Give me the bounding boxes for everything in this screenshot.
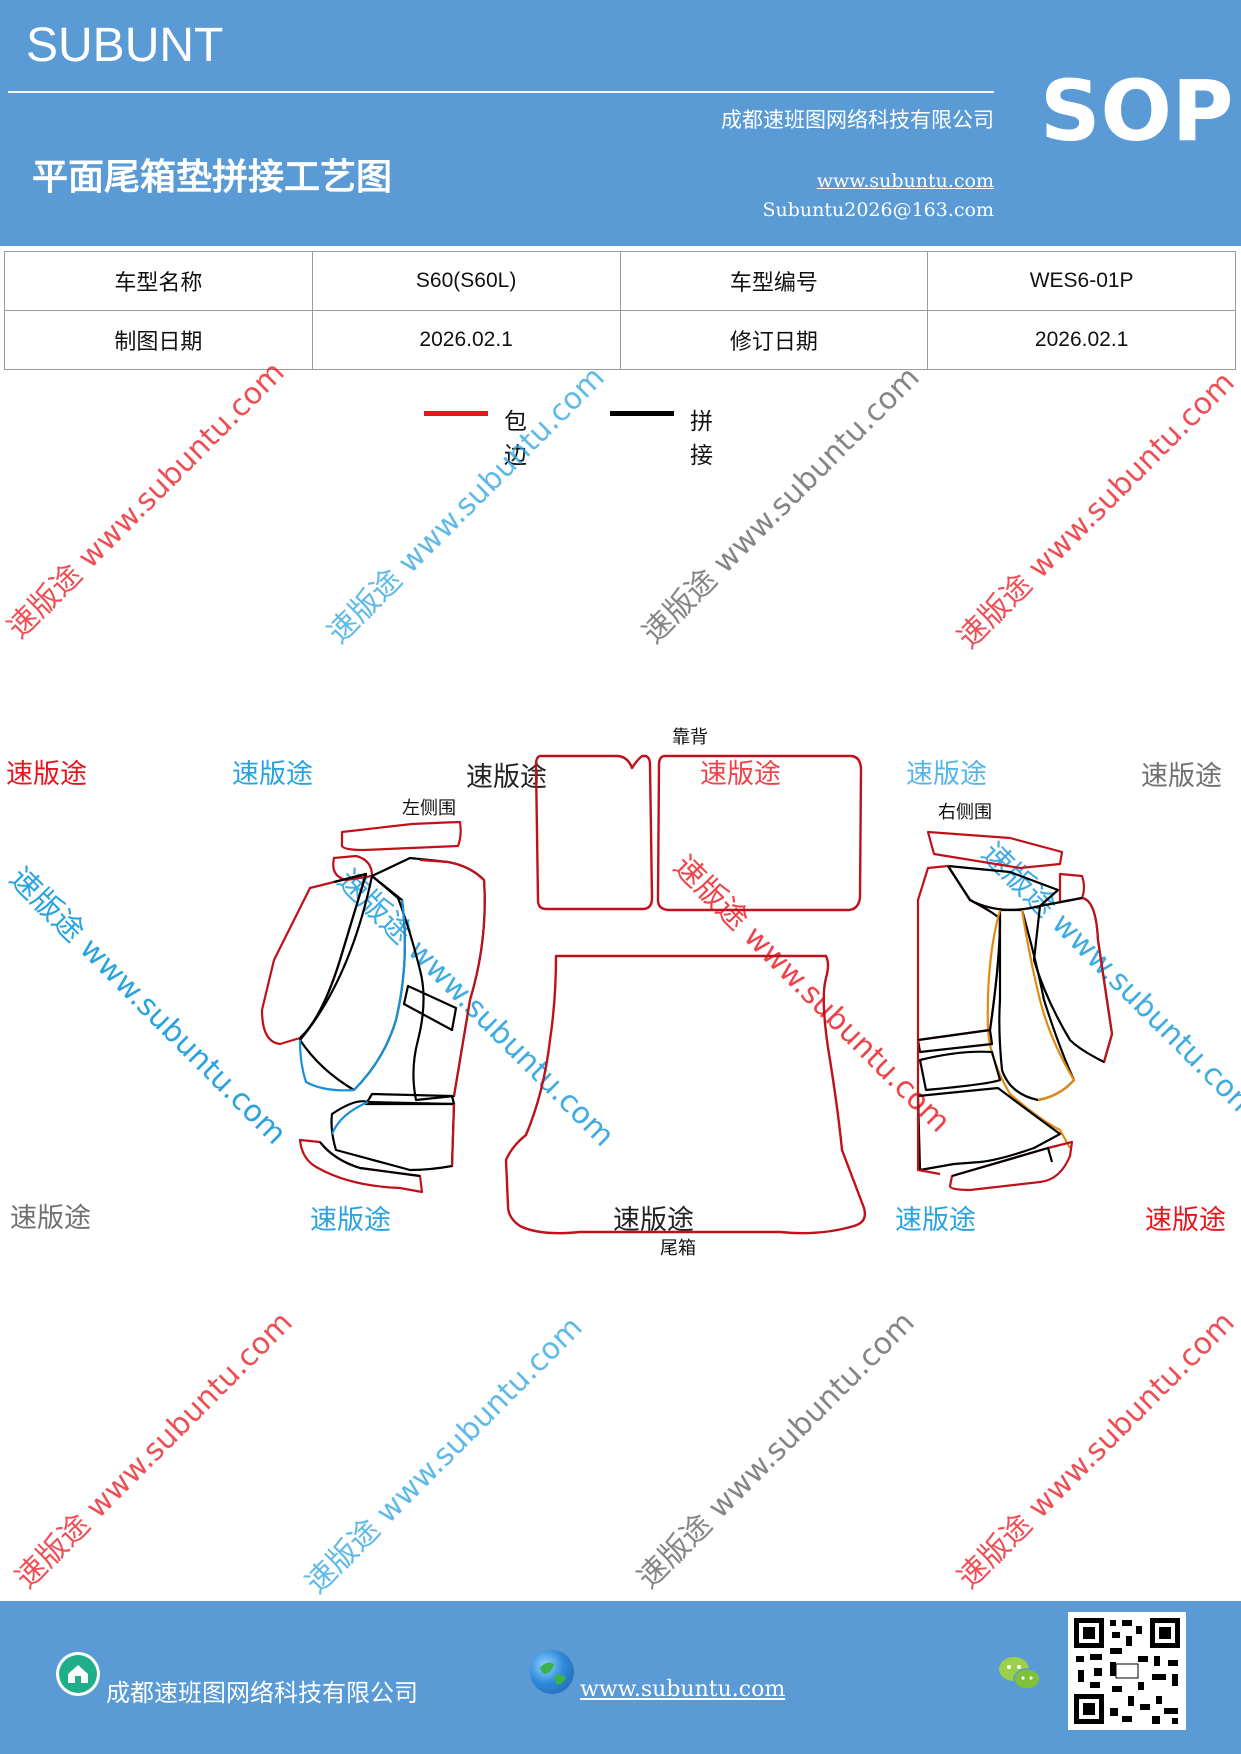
legend-swatch-edge — [424, 411, 488, 416]
watermark-text: 速版途 www.subuntu.com — [9, 1305, 300, 1596]
left-bottom-seam — [319, 1141, 421, 1178]
right-mid-strip — [918, 1050, 1002, 1092]
watermark-brand: 速版途 — [1145, 1205, 1226, 1236]
watermark-text: 速版途 www.subuntu.com — [636, 360, 927, 651]
header-bar: SUBUNT SOP 成都速班图网络科技有限公司 平面尾箱垫拼接工艺图 www.… — [0, 0, 1241, 246]
watermark-brand: 速版途 — [6, 759, 87, 790]
right-outer-edge — [1081, 896, 1114, 1063]
footer-company-name: 成都速班图网络科技有限公司 — [106, 1679, 418, 1707]
right-lower-panel — [916, 1086, 1062, 1172]
left-side-panel — [260, 820, 486, 1194]
watermark-text: 速版途 www.subuntu.com — [2, 861, 293, 1152]
watermark-layer-bottom: 速版途 www.subuntu.com 速版途 www.subuntu.com … — [9, 1305, 1241, 1601]
watermark-brand: 速版途 — [466, 762, 547, 793]
left-accent-seam — [298, 899, 406, 1092]
right-top-strip — [926, 830, 1064, 870]
watermark-text: 速版途 www.subuntu.com — [951, 1305, 1241, 1596]
left-middle-edge — [419, 858, 486, 1097]
brand-name: SUBUNT — [26, 19, 224, 72]
label-trunk: 尾箱 — [660, 1238, 696, 1259]
watermark-text: 速版途 www.subuntu.com — [321, 360, 612, 651]
draw-date-value: 2026.02.1 — [311, 310, 621, 370]
watermark-brand: 速版途 — [906, 759, 987, 790]
table-row: 车型名称 S60(S60L) 车型编号 WES6-01P — [4, 251, 1236, 311]
watermark-brand: 速版途 — [895, 1205, 976, 1236]
model-code-value: WES6-01P — [927, 251, 1236, 311]
left-bottom-strip — [298, 1138, 424, 1194]
qr-code — [1068, 1612, 1186, 1730]
watermark-layer-top: 速版途 www.subuntu.com 速版途 www.subuntu.com … — [1, 355, 1241, 656]
watermark-text: 速版途 www.subuntu.com — [1, 355, 292, 646]
watermark-brand: 速版途 — [700, 759, 781, 790]
right-bottom-seam — [951, 1146, 1054, 1178]
company-name: 成都速班图网络科技有限公司 — [721, 108, 994, 132]
legend-label-seam: 拼接 — [690, 409, 713, 469]
right-accent-seam-2 — [1020, 909, 1076, 1102]
right-bottom-strip — [948, 1140, 1074, 1192]
watermark-text: 速版途 www.subuntu.com — [951, 365, 1241, 656]
watermark-text: 速版途 www.subuntu.com — [666, 849, 957, 1140]
legend-swatch-seam — [610, 411, 674, 416]
globe-icon — [530, 1650, 574, 1694]
right-seam-bar — [916, 1028, 994, 1054]
watermark-text: 速版途 www.subuntu.com — [631, 1305, 922, 1596]
left-inner-strip — [402, 984, 458, 1032]
wechat-icon[interactable] — [996, 1652, 1044, 1696]
watermark-brand: 速版途 — [232, 759, 313, 790]
left-lower-accent — [330, 1100, 369, 1135]
draw-date-label: 制图日期 — [4, 310, 313, 370]
backrest-panel-right — [656, 754, 863, 912]
label-backrest: 靠背 — [672, 727, 708, 748]
watermark-brand: 速版途 — [1141, 761, 1222, 792]
revise-date-label: 修订日期 — [619, 310, 929, 370]
document-title: 平面尾箱垫拼接工艺图 — [32, 157, 393, 198]
model-name-value: S60(S60L) — [311, 251, 621, 311]
backrest-panels — [534, 754, 863, 912]
watermark-brand: 速版途 — [10, 1203, 91, 1234]
watermark-text: 速版途 www.subuntu.com — [330, 863, 621, 1154]
brand-watermarks: 速版途 速版途 速版途 速版途 速版途 速版途 速版途 速版途 速版途 速版途 … — [6, 759, 1226, 1236]
email-address[interactable]: Subuntu2026@163.com — [762, 199, 994, 221]
left-top-strip — [340, 820, 462, 852]
watermark-layer-middle: 速版途 www.subuntu.com 速版途 www.subuntu.com … — [2, 836, 1241, 1154]
revise-date-value: 2026.02.1 — [927, 310, 1236, 370]
model-name-label: 车型名称 — [4, 251, 313, 311]
home-icon — [56, 1652, 100, 1696]
right-accent-seam — [986, 909, 1071, 1149]
watermark-text: 速版途 www.subuntu.com — [299, 1310, 590, 1601]
sop-badge: SOP — [1040, 62, 1234, 160]
right-side-panel — [916, 830, 1114, 1192]
header-divider — [8, 91, 994, 93]
left-lower-edge — [450, 1103, 456, 1167]
label-right-side: 右侧围 — [938, 802, 992, 823]
footer-website-link[interactable]: www.subuntu.com — [580, 1677, 786, 1702]
model-code-label: 车型编号 — [619, 251, 929, 311]
watermark-brand: 速版途 — [310, 1205, 391, 1236]
part-labels: 靠背 左侧围 右侧围 尾箱 — [402, 727, 992, 1259]
right-lower-edge — [916, 1040, 941, 1176]
backrest-panel-left — [534, 754, 654, 911]
label-left-side: 左侧围 — [402, 798, 456, 819]
watermark-text: 速版途 www.subuntu.com — [974, 836, 1241, 1127]
table-row: 制图日期 2026.02.1 修订日期 2026.02.1 — [4, 310, 1236, 370]
trunk-floor-panel — [504, 954, 867, 1235]
website-link[interactable]: www.subuntu.com — [816, 170, 994, 192]
vehicle-info-table: 车型名称 S60(S60L) 车型编号 WES6-01P 制图日期 2026.0… — [4, 251, 1236, 370]
legend-label-edge: 包边 — [504, 409, 527, 469]
